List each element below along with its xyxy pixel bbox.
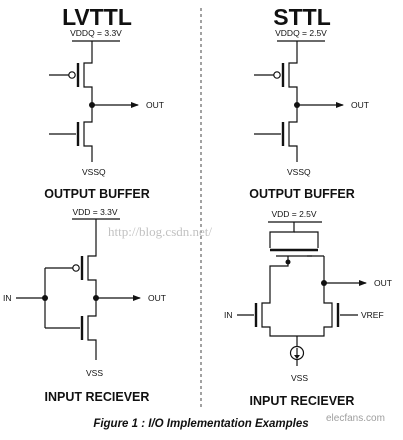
lvttl-output-buffer: VDDQ = 3.3V OUT VSSQ OUTPUT BUFFER: [44, 28, 164, 201]
sttl-input-vref-label: VREF: [361, 310, 384, 320]
lvttl-input-ground-label: VSS: [86, 368, 103, 378]
sttl-input-supply-label: VDD = 2.5V: [271, 209, 316, 219]
sttl-output-buffer-label: OUTPUT BUFFER: [249, 187, 355, 201]
sttl-output-ground-label: VSSQ: [287, 167, 311, 177]
sttl-input-receiver: VDD = 2.5V OUT IN VREF VSS INPUT RECIEVE…: [224, 209, 392, 408]
sttl-input-in-label: IN: [224, 310, 233, 320]
sttl-output-out-label: OUT: [351, 100, 369, 110]
lvttl-input-in-label: IN: [3, 293, 12, 303]
sttl-input-receiver-label: INPUT RECIEVER: [250, 394, 355, 408]
sttl-input-out-label: OUT: [374, 278, 392, 288]
sttl-input-ground-label: VSS: [291, 373, 308, 383]
lvttl-input-out-label: OUT: [148, 293, 166, 303]
pmos-bubble: [273, 71, 281, 79]
lvttl-input-receiver: VDD = 3.3V IN OUT VSS INPUT RECIEVER: [3, 207, 166, 404]
lvttl-title: LVTTL: [62, 4, 132, 30]
lvttl-output-buffer-label: OUTPUT BUFFER: [44, 187, 150, 201]
figure-caption: Figure 1 : I/O Implementation Examples: [93, 418, 308, 430]
watermark-url: http://blog.csdn.net/: [108, 224, 212, 239]
lvttl-input-receiver-label: INPUT RECIEVER: [45, 390, 150, 404]
sttl-output-buffer: VDDQ = 2.5V OUT VSSQ OUTPUT BUFFER: [249, 28, 369, 201]
lvttl-input-supply-label: VDD = 3.3V: [72, 207, 117, 217]
pmos-bubble: [72, 264, 80, 272]
pmos-bubble: [68, 71, 76, 79]
lvttl-output-out-label: OUT: [146, 100, 164, 110]
watermark-site: elecfans.com: [326, 413, 385, 424]
lvttl-output-ground-label: VSSQ: [82, 167, 106, 177]
sttl-title: STTL: [273, 4, 331, 30]
lvttl-output-supply-label: VDDQ = 3.3V: [70, 28, 122, 38]
sttl-output-supply-label: VDDQ = 2.5V: [275, 28, 327, 38]
